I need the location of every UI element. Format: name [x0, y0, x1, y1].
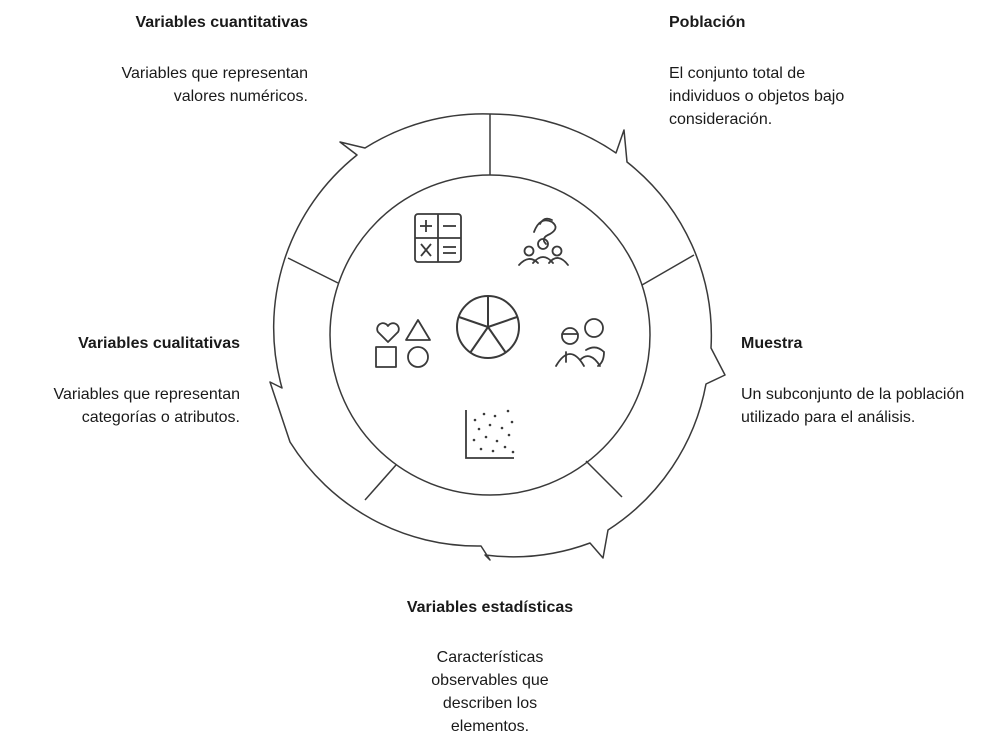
people-group-icon — [518, 217, 569, 266]
desc-cuantitativas: Variables que representan valores numéri… — [121, 65, 309, 105]
label-poblacion: Población El conjunto total de individuo… — [669, 13, 869, 131]
desc-poblacion: El conjunto total de individuos o objeto… — [669, 65, 845, 128]
desc-cualitativas: Variables que representan categorías o a… — [53, 386, 241, 426]
title-poblacion: Población — [669, 14, 746, 31]
title-estadisticas: Variables estadísticas — [406, 599, 574, 616]
label-cuantitativas: Variables cuantitativas Variables que re… — [50, 13, 309, 108]
divider-bottom-right — [585, 460, 623, 498]
scatter-plot-icon — [465, 409, 515, 459]
calculator-icon — [414, 213, 462, 263]
label-estadisticas: Variables estadísticas Características o… — [350, 598, 630, 738]
title-cuantitativas: Variables cuantitativas — [135, 14, 308, 31]
divider-bottom-left — [364, 464, 397, 501]
divider-left — [287, 257, 339, 284]
desc-estadisticas: Características observables que describe… — [431, 649, 549, 735]
label-muestra: Muestra Un subconjunto de la población u… — [741, 334, 976, 429]
label-cualitativas: Variables cualitativas Variables que rep… — [10, 334, 241, 429]
shapes-icon — [375, 319, 431, 368]
title-muestra: Muestra — [741, 335, 803, 352]
inner-ring — [329, 174, 651, 496]
title-cualitativas: Variables cualitativas — [78, 335, 240, 352]
divider-right — [641, 254, 695, 286]
desc-muestra: Un subconjunto de la población utilizado… — [741, 386, 965, 426]
outer-ring — [269, 113, 726, 561]
pie-chart-icon — [456, 295, 520, 359]
sample-people-icon — [555, 318, 605, 367]
